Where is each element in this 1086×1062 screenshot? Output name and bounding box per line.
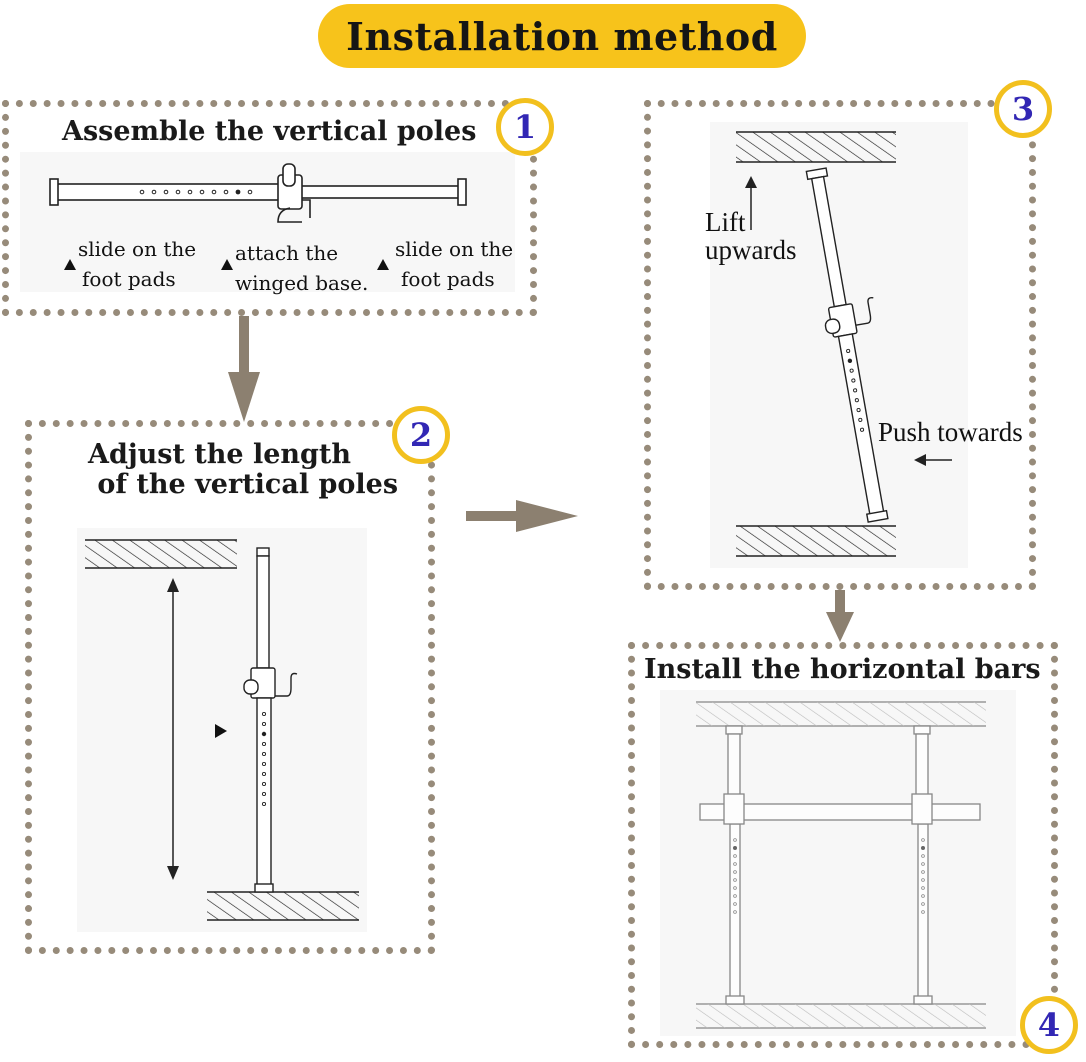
horizontal-pole-assembly xyxy=(49,163,467,223)
pole-tilt-illustration xyxy=(736,131,952,557)
page-title: Installation method xyxy=(346,13,778,59)
vertical-pole-adjust-illustration xyxy=(85,539,359,921)
flow-arrow-icon xyxy=(466,500,578,532)
horizontal-bars-illustration xyxy=(696,701,986,1029)
caption-foot-pads-left: slide on the foot pads xyxy=(78,237,197,291)
title-banner: Installation method xyxy=(318,4,806,68)
caption-foot-pads-right: slide on the foot pads xyxy=(395,237,514,291)
triangle-marker-icon xyxy=(221,259,233,270)
step-1-panel xyxy=(2,100,537,316)
step-1-illustration-area xyxy=(20,152,515,292)
caption-winged-base: attach the winged base. xyxy=(235,241,369,295)
push-towards-note: Push towards xyxy=(878,417,1023,447)
step-2-title: Adjust the length of the vertical poles xyxy=(88,439,399,500)
step-3-panel xyxy=(644,100,1036,590)
step-3-badge: 3 xyxy=(994,80,1052,138)
step-4-badge: 4 xyxy=(1020,996,1078,1054)
step-1-title: Assemble the vertical poles xyxy=(62,116,477,147)
step-1-badge: 1 xyxy=(496,98,554,156)
step-4-title: Install the horizontal bars xyxy=(644,654,1041,685)
step-2-badge: 2 xyxy=(392,406,450,464)
step-4-panel xyxy=(628,642,1058,1048)
step-3-illustration-area xyxy=(710,122,968,568)
lift-upwards-note: Lift upwards xyxy=(705,207,797,265)
step-2-panel xyxy=(25,420,435,954)
flow-arrow-icon xyxy=(228,316,260,422)
step-4-illustration-area xyxy=(660,690,1016,1036)
triangle-marker-icon xyxy=(377,259,389,270)
triangle-marker-icon xyxy=(64,259,76,270)
flow-arrow-icon xyxy=(826,590,854,642)
